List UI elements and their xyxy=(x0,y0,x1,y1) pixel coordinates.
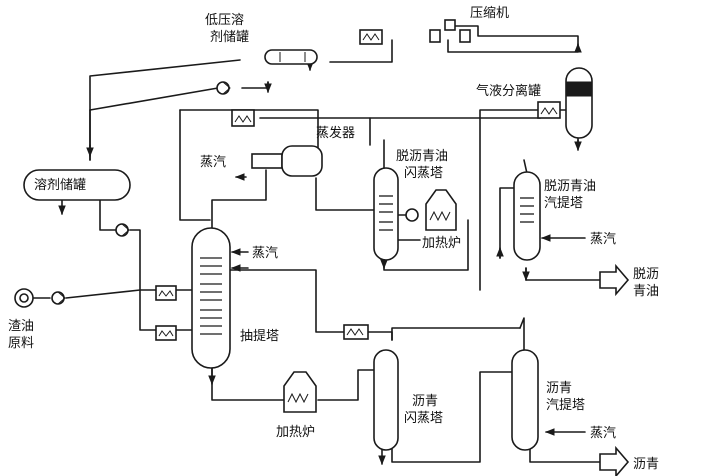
low-pressure-solvent-tank xyxy=(264,49,318,65)
gas-liquid-separator xyxy=(565,67,593,139)
label-dao-product-2: 青油 xyxy=(633,284,659,299)
dao-product-arrow xyxy=(599,263,630,297)
top-heat-exchanger xyxy=(359,29,383,45)
flow-arrows xyxy=(58,43,586,465)
labels: 低压溶 剂储罐 压缩机 气液分离罐 蒸发器 蒸汽 脱沥青油 闪蒸塔 溶剂储罐 加… xyxy=(8,5,659,472)
label-asphalt-flash-tower-2: 闪蒸塔 xyxy=(404,411,443,426)
label-low-pressure-tank-1: 低压溶 xyxy=(205,13,244,28)
label-dao-flash-tower-2: 闪蒸塔 xyxy=(404,166,443,181)
label-dao-stripper-2: 汽提塔 xyxy=(544,195,583,211)
pump-feed xyxy=(51,291,66,305)
residue-feed-source xyxy=(14,288,34,308)
label-solvent-tank: 溶剂储罐 xyxy=(34,178,86,193)
label-asphalt-stripper-2: 汽提塔 xyxy=(546,397,585,413)
evaporator xyxy=(251,145,323,177)
label-asphalt-stripper-1: 沥青 xyxy=(546,381,572,396)
label-compressor: 压缩机 xyxy=(470,5,509,21)
pump-dao-flash xyxy=(405,208,419,222)
label-steam-extractor: 蒸汽 xyxy=(252,246,278,261)
label-low-pressure-tank-2: 剂储罐 xyxy=(210,30,249,45)
feed-exchanger-1 xyxy=(155,285,177,301)
label-extraction-tower: 抽提塔 xyxy=(240,328,279,344)
label-heater-dao: 加热炉 xyxy=(422,236,461,251)
asphalt-stripper xyxy=(511,349,539,451)
extraction-tower xyxy=(191,227,231,369)
condenser-evaporator xyxy=(231,109,255,127)
condenser-asphalt-flash xyxy=(343,324,369,340)
feed-exchanger-2 xyxy=(155,325,177,341)
dao-stripper xyxy=(513,171,541,261)
label-heater-asphalt: 加热炉 xyxy=(276,425,315,440)
label-steam-dao-stripper: 蒸汽 xyxy=(590,232,616,247)
label-gas-liquid-separator: 气液分离罐 xyxy=(476,83,541,99)
label-dao-product-1: 脱沥 xyxy=(633,267,659,282)
label-residue-feed-1: 渣油 xyxy=(8,319,34,334)
label-steam-evaporator: 蒸汽 xyxy=(200,155,226,170)
label-residue-feed-2: 原料 xyxy=(8,336,34,351)
label-steam-asphalt-stripper: 蒸汽 xyxy=(590,426,616,441)
asphalt-flash-tower xyxy=(373,349,399,451)
asphalt-product-arrow xyxy=(599,445,630,476)
dao-heater xyxy=(425,189,457,231)
label-dao-stripper-1: 脱沥青油 xyxy=(544,179,596,194)
label-evaporator: 蒸发器 xyxy=(316,125,355,141)
pump-low-pressure xyxy=(216,81,231,95)
extraction-trays xyxy=(200,257,222,335)
condenser-separator xyxy=(537,101,561,119)
label-asphalt-product: 沥青 xyxy=(633,457,659,472)
pump-solvent xyxy=(115,223,130,237)
label-dao-flash-tower-1: 脱沥青油 xyxy=(396,149,448,164)
solvent-storage-tank xyxy=(23,169,131,201)
label-asphalt-flash-tower-1: 沥青 xyxy=(412,394,438,409)
dao-flash-tower xyxy=(373,167,399,261)
asphalt-heater xyxy=(283,371,317,413)
compressor xyxy=(429,19,471,43)
